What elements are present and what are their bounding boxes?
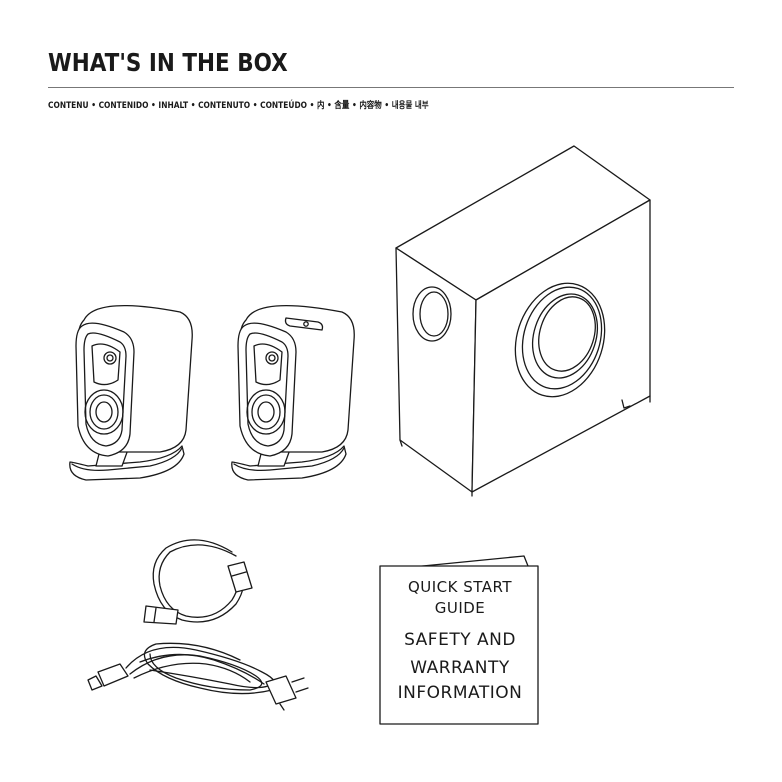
right-speaker-illustration (231, 305, 355, 481)
power-cord-illustration (87, 642, 309, 711)
page-subtitle: CONTENU • CONTENIDO • INHALT • CONTENUTO… (48, 101, 429, 111)
page-title: WHAT'S IN THE BOX (48, 48, 288, 77)
title-divider (48, 87, 734, 88)
booklet-illustration (379, 555, 539, 725)
safety-warranty-line3: INFORMATION (397, 683, 523, 703)
speaker-cable-illustration (143, 539, 253, 625)
subwoofer-illustration (395, 145, 651, 497)
safety-warranty-line2: WARRANTY (410, 658, 510, 678)
quick-start-guide-line1: QUICK START (407, 578, 513, 596)
safety-warranty-line1: SAFETY AND (404, 630, 516, 650)
left-speaker-illustration (69, 305, 193, 481)
quick-start-guide-line2: GUIDE (434, 599, 486, 617)
